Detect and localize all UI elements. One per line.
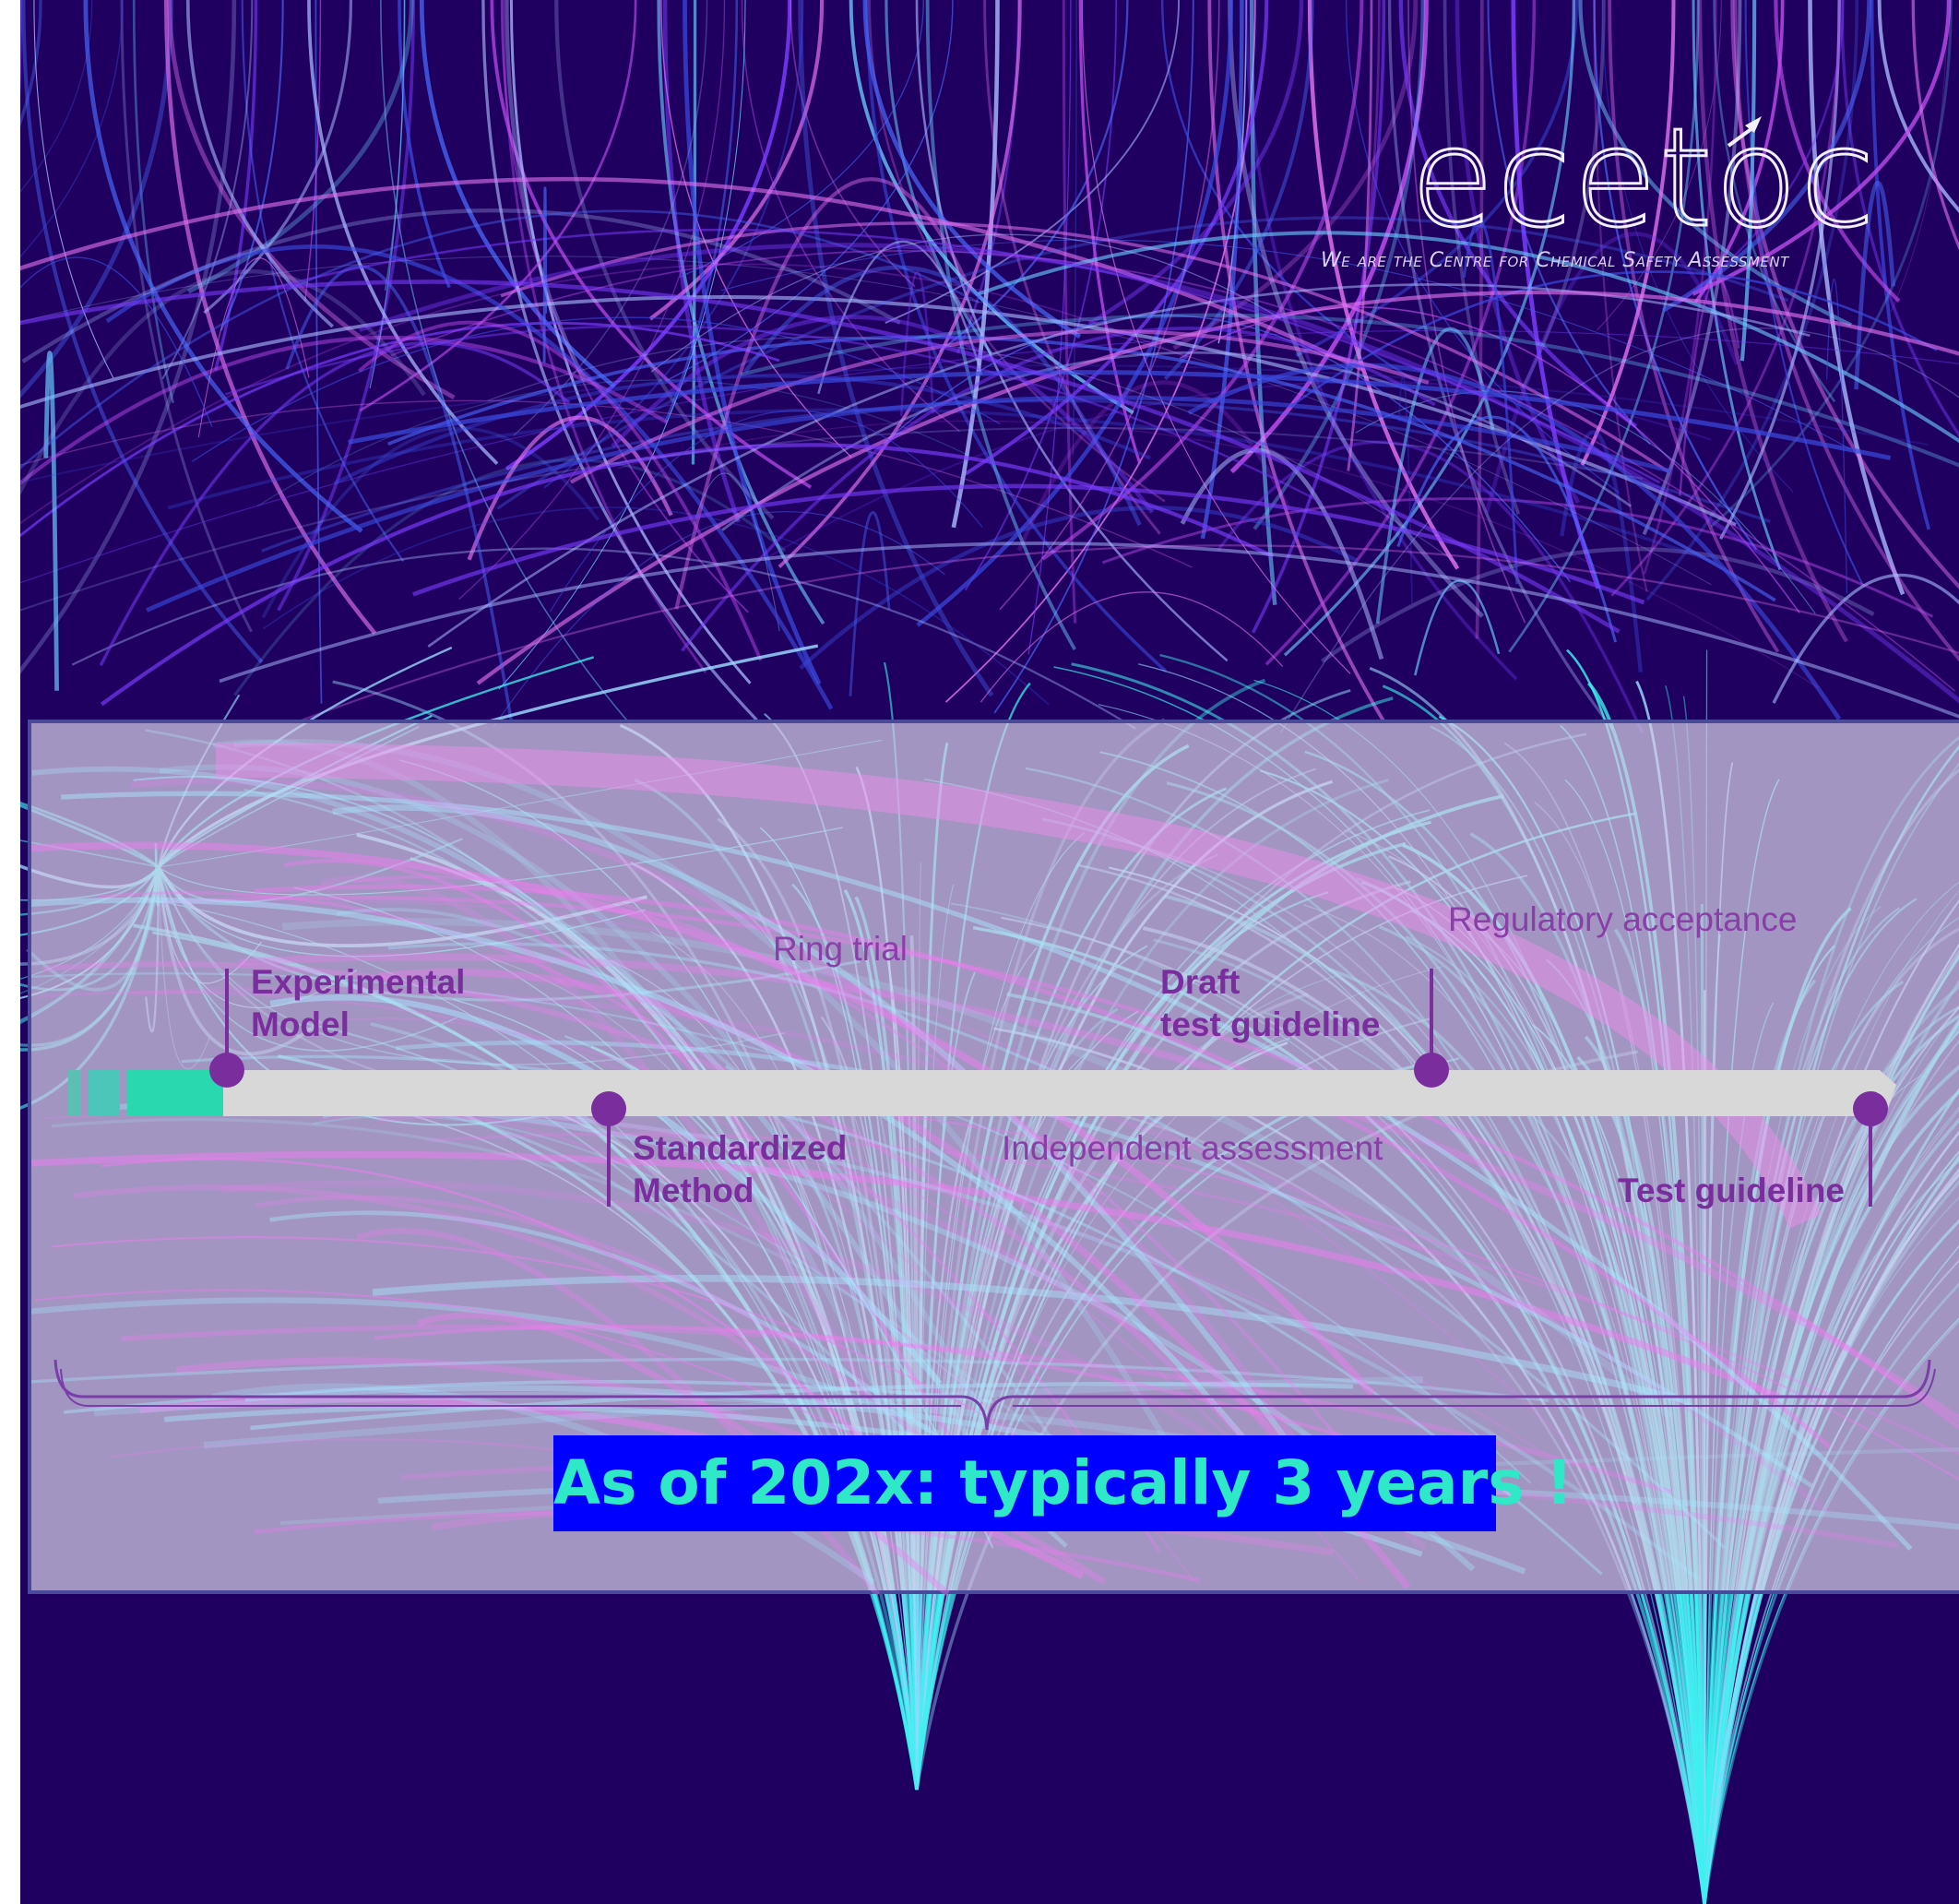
duration-callout: As of 202x: typically 3 years ! xyxy=(553,1435,1573,1531)
progress-segment-1 xyxy=(68,1070,81,1116)
slide-canvas: ecetoc We are the Centre for Chemical Sa… xyxy=(20,0,1959,1904)
duration-brace xyxy=(53,1359,1931,1431)
label-standardized-method: Standardized Method xyxy=(633,1129,848,1209)
label-experimental-model: Experimental Model xyxy=(251,963,466,1043)
label-draft-test-guideline: Draft test guideline xyxy=(1160,963,1381,1043)
phase-ring-trial: Ring trial xyxy=(773,930,908,968)
progress-segment-3 xyxy=(127,1070,223,1116)
milestone-dot-standardized xyxy=(591,1091,626,1126)
logo-wordmark: ecetoc xyxy=(1409,99,1877,257)
logo-arrow-icon xyxy=(1727,116,1762,148)
phase-regulatory-acceptance: Regulatory acceptance xyxy=(1448,900,1798,938)
milestone-dot-test xyxy=(1853,1091,1888,1126)
logo-tagline: We are the Centre for Chemical Safety As… xyxy=(1321,249,1789,272)
milestone-dot-draft xyxy=(1414,1053,1449,1088)
phase-independent-assessment: Independent assessment xyxy=(1002,1129,1383,1167)
timeline-bar xyxy=(170,1070,1896,1116)
milestone-dot-experimental xyxy=(209,1053,244,1088)
ecetoc-logo: ecetoc We are the Centre for Chemical Sa… xyxy=(1312,99,1911,293)
progress-segment-2 xyxy=(89,1070,120,1116)
label-test-guideline: Test guideline xyxy=(1618,1172,1846,1209)
duration-brace-2 xyxy=(60,1368,1936,1407)
